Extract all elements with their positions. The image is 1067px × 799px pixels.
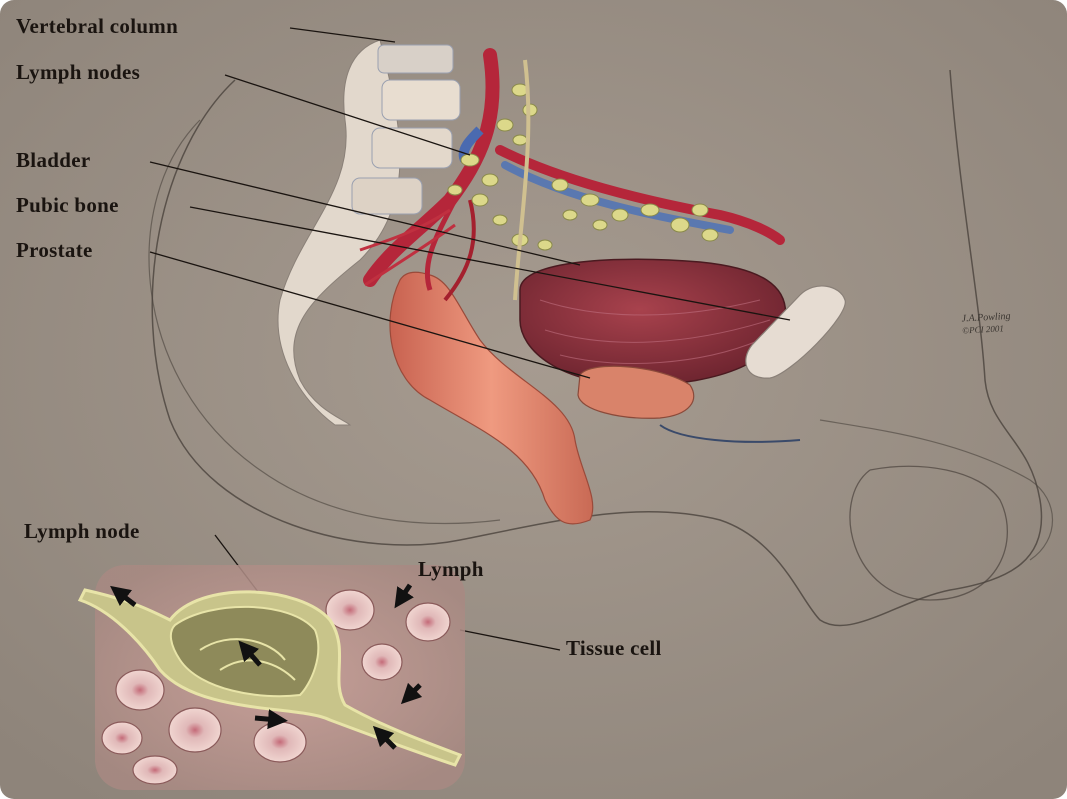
label-bladder: Bladder xyxy=(16,148,90,173)
label-lymph: Lymph xyxy=(418,557,484,582)
lymph-node-inset xyxy=(80,565,465,790)
label-lymph-nodes: Lymph nodes xyxy=(16,60,140,85)
label-vertebral-column: Vertebral column xyxy=(16,14,178,39)
label-tissue-cell: Tissue cell xyxy=(566,636,662,661)
label-prostate: Prostate xyxy=(16,238,93,263)
label-lymph-node: Lymph node xyxy=(24,519,140,544)
label-pubic-bone: Pubic bone xyxy=(16,193,119,218)
